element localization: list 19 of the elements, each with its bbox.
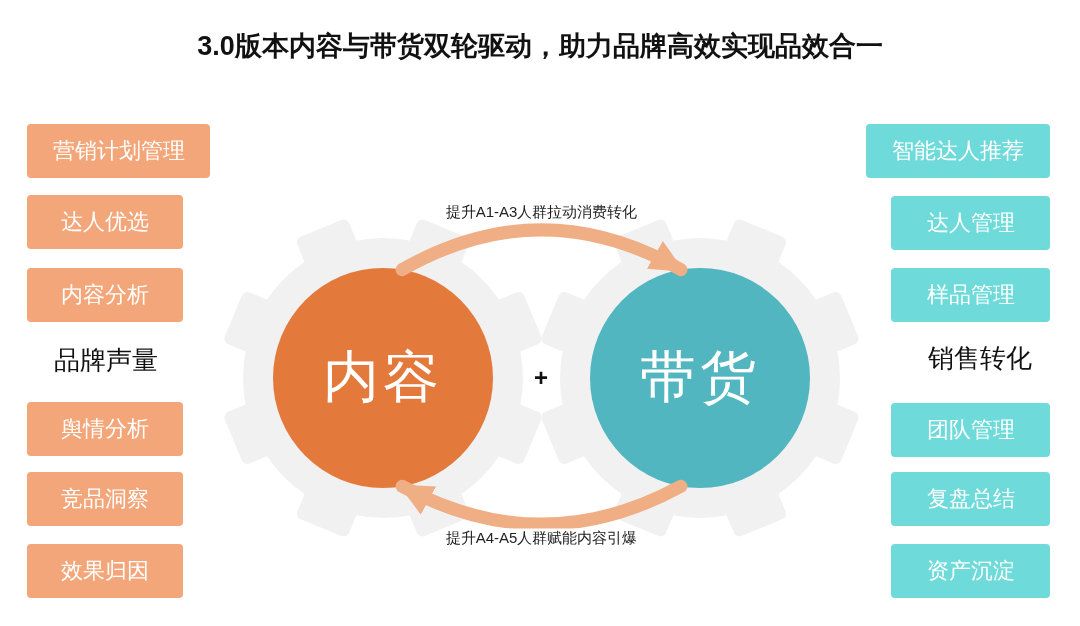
feature-box: 团队管理 <box>891 403 1050 457</box>
feature-box: 复盘总结 <box>891 472 1050 526</box>
feature-box: 效果归因 <box>27 544 183 598</box>
section-label: 销售转化 <box>928 341 1032 375</box>
section-label: 品牌声量 <box>54 343 158 377</box>
feature-box: 内容分析 <box>27 268 183 322</box>
feature-box: 资产沉淀 <box>891 544 1050 598</box>
feature-box: 舆情分析 <box>27 402 183 456</box>
edge-label: 提升A4-A5人群赋能内容引爆 <box>441 528 642 548</box>
feature-box: 营销计划管理 <box>27 124 210 178</box>
feature-box: 竞品洞察 <box>27 472 183 526</box>
curved-arrow <box>395 479 688 531</box>
feature-box: 达人优选 <box>27 195 183 249</box>
feature-box: 达人管理 <box>891 196 1050 250</box>
title: 3.0版本内容与带货双轮驱动，助力品牌高效实现品效合一 <box>196 30 884 63</box>
feature-box: 样品管理 <box>891 268 1050 322</box>
curved-arrow <box>395 223 688 277</box>
plus-sign: + <box>534 364 548 392</box>
feature-box: 智能达人推荐 <box>866 124 1050 178</box>
